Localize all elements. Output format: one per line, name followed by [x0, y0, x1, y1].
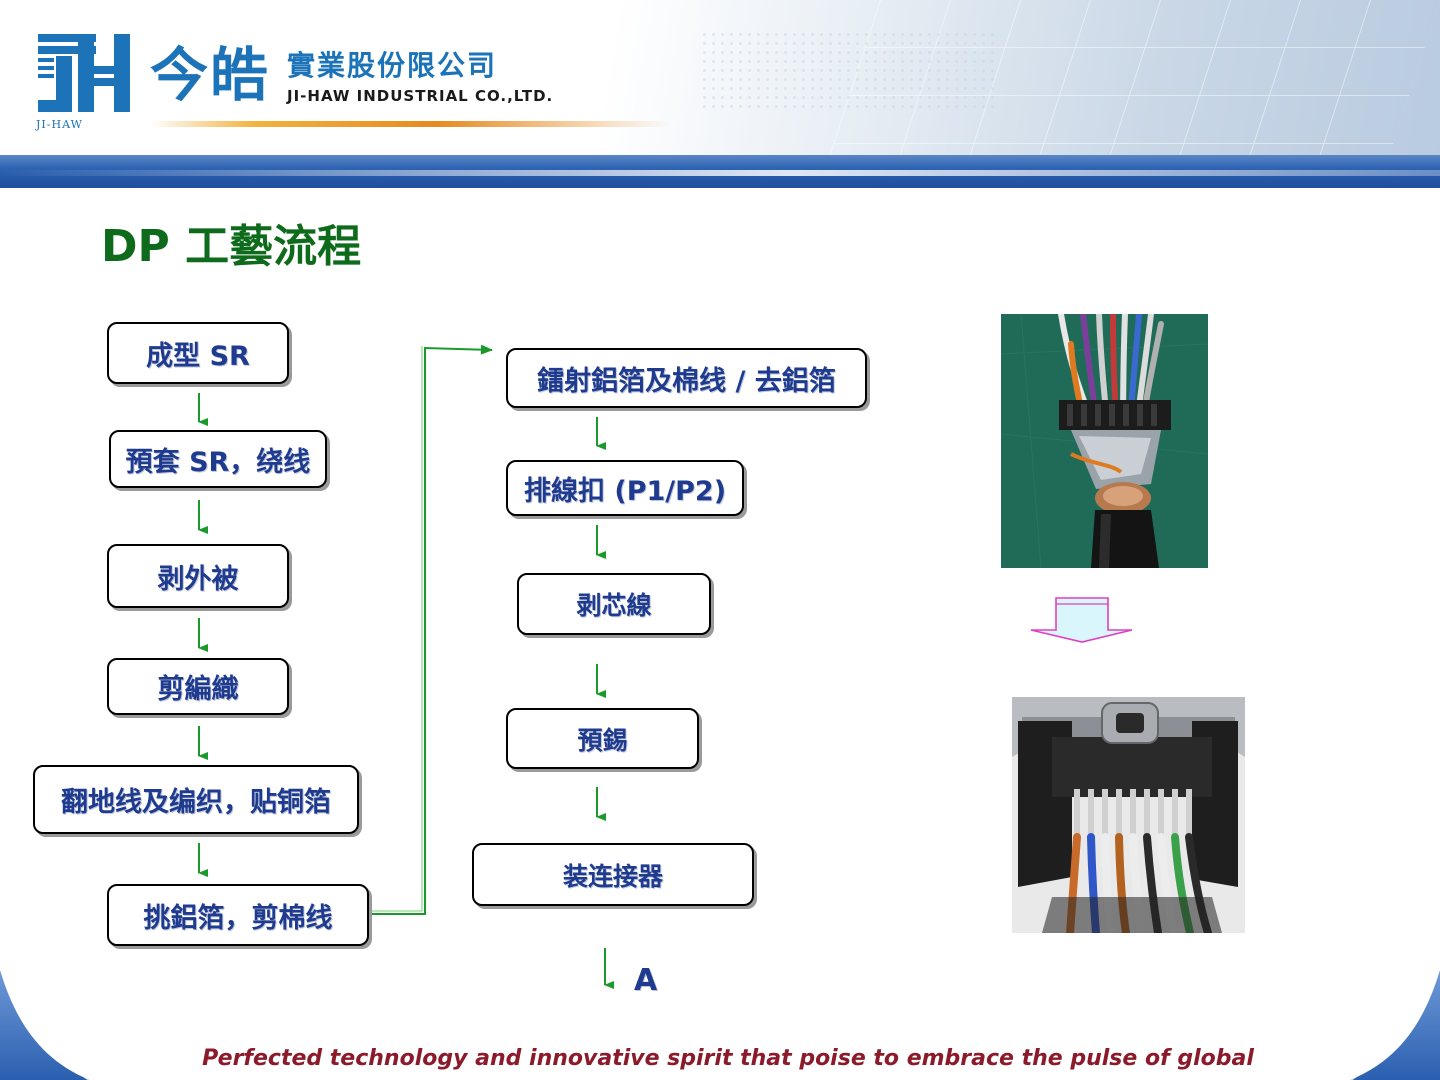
flow-step-assemble-connector: 装连接器 [472, 843, 754, 906]
company-name-cn: 今皓 [150, 41, 271, 109]
company-logo-icon [38, 34, 130, 112]
flow-step-cut-braid: 剪編織 [107, 658, 289, 715]
logo-subtext: JI-HAW [36, 118, 83, 131]
logo-orange-stripe [150, 121, 670, 127]
flow-step-laser-foil: 鐳射鋁箔及棉线 / 去鋁箔 [506, 348, 867, 408]
flow-step-fold-ground: 翻地线及编织，贴铜箔 [33, 765, 359, 834]
company-name-en: JI-HAW INDUSTRIAL CO.,LTD. [287, 87, 554, 105]
flow-step-pre-tin: 預錫 [506, 708, 699, 769]
connector-label-a: A [634, 963, 658, 998]
flow-step-preset-sr: 預套 SR，绕线 [109, 430, 327, 488]
footer-swoosh-decoration [0, 970, 1440, 1080]
flow-step-pick-foil: 挑鋁箔，剪棉线 [107, 884, 369, 946]
header-banner: JI-HAW 今皓 實業股份限公司 JI-HAW INDUSTRIAL CO.,… [0, 0, 1440, 188]
page-title: DP 工藝流程 [101, 221, 362, 272]
flow-step-form-sr: 成型 SR [107, 322, 289, 384]
connector-photo [1012, 697, 1245, 933]
company-name-cn-full: 實業股份限公司 [287, 49, 498, 82]
footer-tagline: Perfected technology and innovative spir… [202, 1046, 1254, 1071]
down-arrow-icon [1030, 597, 1133, 643]
cable-photo [1001, 314, 1208, 568]
flow-step-wire-clip: 排線扣 (P1/P2) [506, 460, 744, 516]
elbow-connector [369, 344, 493, 915]
flow-step-strip-core: 剥芯線 [517, 573, 711, 635]
flow-step-strip-jacket: 剥外被 [107, 544, 289, 608]
header-band-highlight [0, 170, 1440, 176]
header-dots-decoration [700, 30, 1000, 110]
right-flow-arrows [596, 417, 614, 989]
